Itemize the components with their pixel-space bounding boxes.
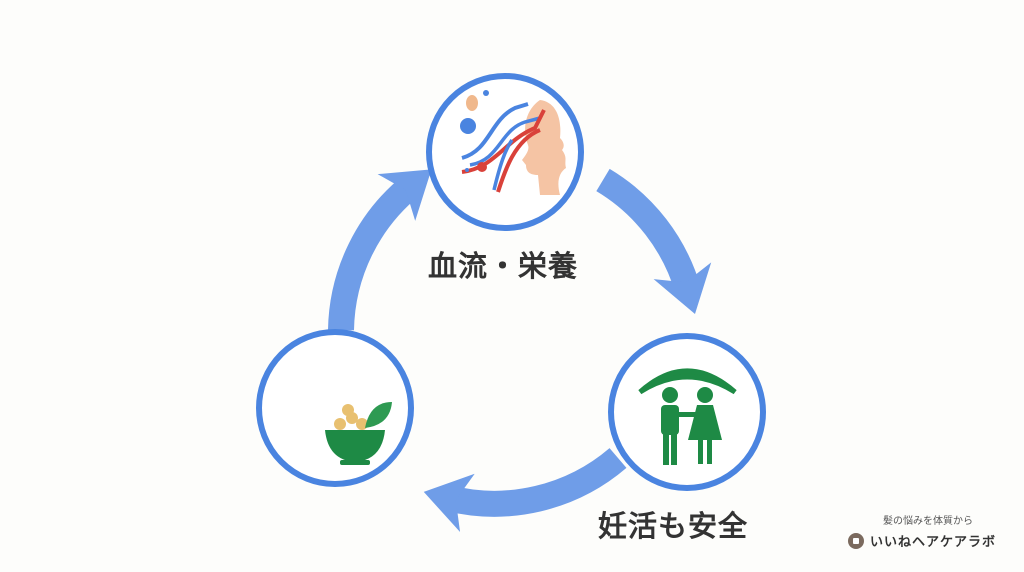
brand-tagline: 髪の悩みを体質から bbox=[883, 516, 973, 527]
node-pregnancy bbox=[608, 333, 766, 491]
brand-logo-icon bbox=[848, 532, 864, 549]
node-label-pregnancy: 妊活も安全 bbox=[598, 509, 749, 543]
brand-badge: 髪の悩みを体質から いいねヘアケアラボ bbox=[848, 512, 1008, 550]
brand-name: いいねヘアケアラボ bbox=[870, 535, 997, 550]
head-blood-flow-icon bbox=[460, 90, 566, 195]
couple-umbrella-icon bbox=[638, 368, 737, 465]
cycle-arrow-right-to-left bbox=[423, 447, 627, 532]
cycle-arrow-left-to-top bbox=[328, 169, 432, 331]
node-lifestyle bbox=[256, 329, 414, 487]
node-blood-flow bbox=[426, 73, 584, 231]
moon-bowl-icon bbox=[282, 368, 392, 465]
cycle-arrow-top-to-right bbox=[596, 168, 712, 315]
node-label-blood-flow: 血流・栄養 bbox=[428, 249, 579, 283]
